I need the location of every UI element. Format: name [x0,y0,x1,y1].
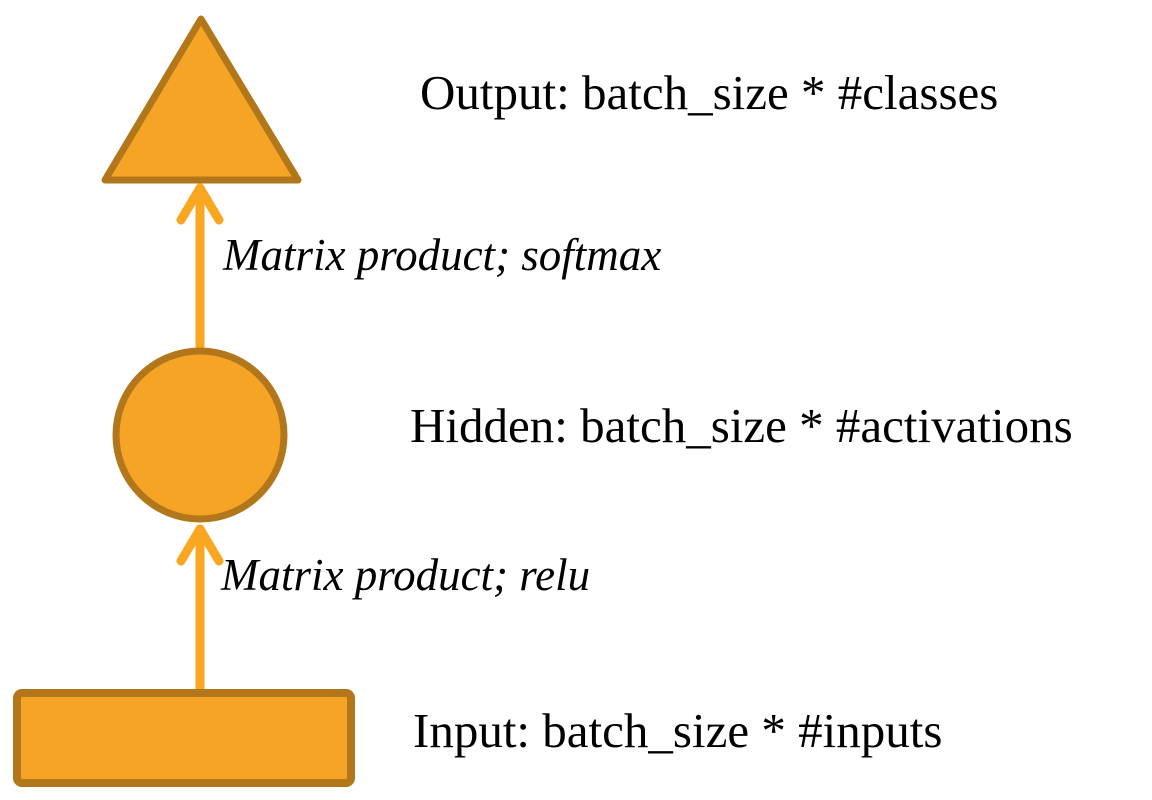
edge-label-relu: Matrix product; relu [221,550,591,600]
arrow-barb-right [195,183,224,225]
input-node-label: Input: batch_size * #inputs [413,703,943,758]
input-node-rectangle [13,689,355,787]
output-node-triangle [101,15,302,184]
arrow-barb-right [195,524,224,566]
hidden-node-circle [112,347,288,523]
arrow-input-to-hidden [176,524,224,694]
output-node-label: Output: batch_size * #classes [420,65,999,120]
arrow-hidden-to-output [176,183,224,353]
arrow-barb-left [176,183,205,225]
hidden-node-label: Hidden: batch_size * #activations [410,398,1073,453]
arrow-barb-left [176,524,205,566]
edge-label-softmax: Matrix product; softmax [223,230,662,280]
